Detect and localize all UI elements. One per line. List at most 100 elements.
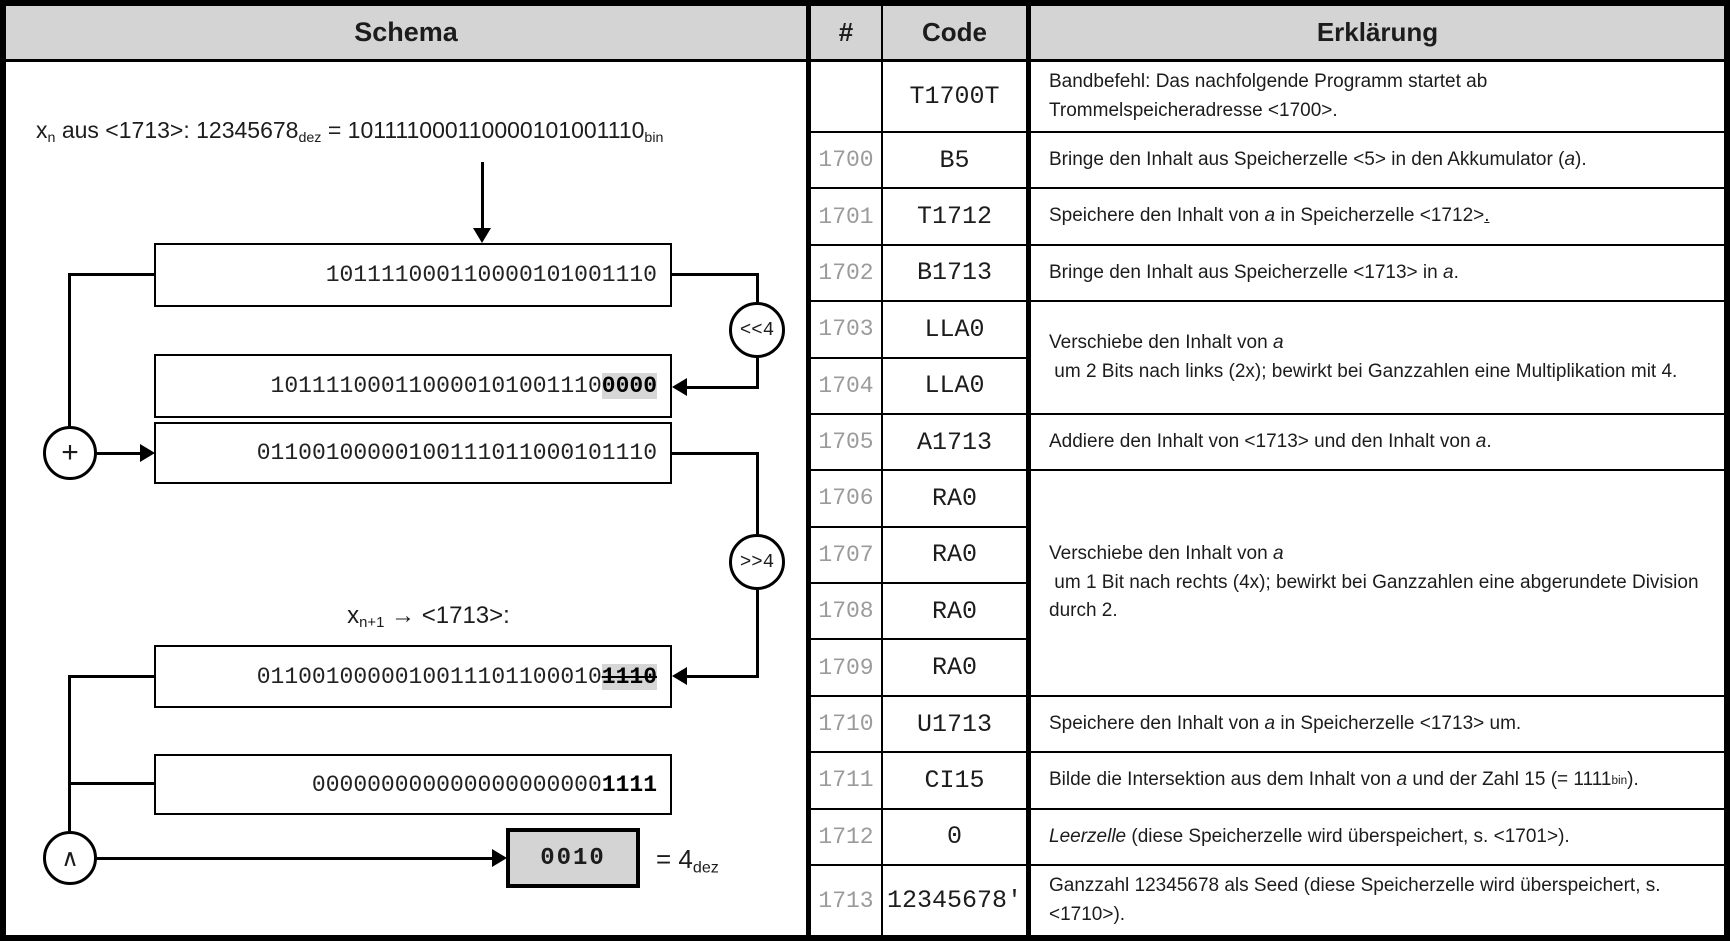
column-header-code: Code <box>883 6 1031 62</box>
next-rest: → <1713>: <box>384 602 510 629</box>
flow-line <box>756 273 759 302</box>
flow-line <box>68 273 71 426</box>
column-header-explanation-label: Erklärung <box>1316 17 1439 47</box>
explanation-segment: Bringe den Inhalt aus Speicherzelle <171… <box>1049 261 1443 283</box>
explanation-cell: Leerzelle (diese Speicherzelle wird über… <box>1031 810 1724 866</box>
binary-box-sum: 01100100000100111011000101110 <box>154 422 672 484</box>
schema-header: Schema <box>6 6 806 62</box>
code-cell: RA0 <box>883 471 1031 528</box>
code-cell: A1713 <box>883 414 1031 472</box>
flow-line <box>68 273 154 276</box>
explanation-segment: in Speicherzelle <1712> <box>1275 205 1485 227</box>
binary-mask-bits: 1111 <box>601 771 657 798</box>
flow-arrow-left-icon <box>672 667 687 685</box>
explanation-cell: Verschiebe den Inhalt von a um 1 Bit nac… <box>1031 471 1724 697</box>
schema-diagram: xn aus <1713>: 12345678dez = 10111100011… <box>6 62 806 935</box>
and-label: ∧ <box>61 844 79 872</box>
schema-header-label: Schema <box>354 17 458 47</box>
explanation-segment: Bilde die Intersektion aus dem Inhalt vo… <box>1049 769 1397 791</box>
shift-right-label: >>4 <box>739 551 775 573</box>
explanation-segment: ). <box>1627 769 1639 791</box>
row-number-cell: 1708 <box>811 584 883 641</box>
row-number-cell: 1710 <box>811 696 883 754</box>
flow-line <box>756 590 759 678</box>
explanation-segment: Speichere den Inhalt von <box>1049 712 1265 734</box>
code-cell: LLA0 <box>883 302 1031 359</box>
flow-line <box>97 452 140 455</box>
flow-line <box>672 273 757 276</box>
explanation-segment: (diese Speicherzelle wird überspeichert,… <box>1126 825 1570 847</box>
explanation-segment: a <box>1396 769 1408 791</box>
explanation-segment: Ganzzahl 12345678 als Seed (diese Speich… <box>1049 875 1666 925</box>
explanation-cell: Speichere den Inhalt von a in Speicherze… <box>1031 697 1724 754</box>
next-var: x <box>347 602 360 629</box>
next-var-sub: n+1 <box>359 615 385 632</box>
flow-line <box>68 675 154 678</box>
explanation-cell: Bringe den Inhalt aus Speicherzelle <5> … <box>1031 133 1724 190</box>
flow-arrow-down-icon <box>473 228 491 243</box>
op-shift-left-circle: <<4 <box>729 302 785 358</box>
op-and-circle: ∧ <box>43 831 97 885</box>
code-cell: 12345678' <box>883 866 1031 935</box>
explanation-cell: Ganzzahl 12345678 als Seed (diese Speich… <box>1031 866 1724 935</box>
formula-binary: = 101111000110000101001110 <box>321 117 645 143</box>
next-value-label: xn+1 → <1713>: <box>256 602 601 631</box>
result-decimal: = 4dez <box>656 844 719 878</box>
row-number-cell: 1709 <box>811 640 883 697</box>
row-number-cell: 1706 <box>811 471 883 528</box>
row-number-cell: 1713 <box>811 866 883 935</box>
explanation-segment: um 2 Bits nach links (2x); bewirkt bei G… <box>1049 360 1678 382</box>
row-number-cell: 1711 <box>811 753 883 810</box>
binary-box-seed: 101111000110000101001110 <box>154 243 672 307</box>
code-cell: RA0 <box>883 640 1031 697</box>
row-number-cell: 1705 <box>811 414 883 472</box>
explanation-segment: Bringe den Inhalt aus Speicherzelle <5> … <box>1049 148 1565 170</box>
column-header-code-label: Code <box>922 17 987 47</box>
code-cell: CI15 <box>883 753 1031 810</box>
flow-line <box>756 452 759 534</box>
explanation-segment: ). <box>1575 148 1587 170</box>
row-number-cell: 1702 <box>811 245 883 303</box>
explanation-segment: a <box>1564 148 1576 170</box>
explanation-cell: Addiere den Inhalt von <1713> und den In… <box>1031 415 1724 472</box>
explanation-cell: Verschiebe den Inhalt von a um 2 Bits na… <box>1031 302 1724 415</box>
formula-sub-dez: dez <box>298 129 322 146</box>
flow-line <box>68 782 154 785</box>
code-cell: LLA0 <box>883 358 1031 415</box>
explanation-cell: Bringe den Inhalt aus Speicherzelle <171… <box>1031 246 1724 303</box>
explanation-segment: a <box>1264 205 1276 227</box>
flow-arrow-right-icon <box>140 444 155 462</box>
column-header-number: # <box>811 6 883 62</box>
explanation-segment: Verschiebe den Inhalt von <box>1049 543 1273 565</box>
code-cell: RA0 <box>883 584 1031 641</box>
explanation-segment: a <box>1264 712 1276 734</box>
formula-mid: aus <1713>: 12345678 <box>55 117 299 143</box>
row-number-cell <box>811 62 883 133</box>
code-cell: T1700T <box>883 62 1031 133</box>
explanation-segment: und der Zahl 15 (= 1111 <box>1407 769 1612 791</box>
flow-arrow-left-icon <box>672 378 687 396</box>
flow-line <box>672 452 757 455</box>
explanation-segment: a <box>1443 261 1454 283</box>
result-eq-sub: dez <box>692 858 719 877</box>
binary-value: 101111000110000101001110 <box>325 262 657 288</box>
formula-var: x <box>36 117 48 143</box>
result-value: 0010 <box>540 844 606 872</box>
op-add-circle: + <box>43 426 97 480</box>
op-shift-right-circle: >>4 <box>729 534 785 590</box>
row-number-cell: 1700 <box>811 133 883 190</box>
formula-sub-bin: bin <box>644 129 664 146</box>
program-table: # Code Erklärung T1700T Bandbefehl: Das n… <box>811 6 1724 935</box>
binary-value: 01100100000100111011000101110 <box>256 440 657 466</box>
result-box: 0010 <box>506 828 640 888</box>
explanation-cell: Bandbefehl: Das nachfolgende Programm st… <box>1031 62 1724 133</box>
flow-line <box>756 358 759 389</box>
flow-arrow-right-icon <box>492 849 507 867</box>
flow-line <box>686 386 758 389</box>
explanation-segment: a <box>1475 430 1487 452</box>
code-cell: T1712 <box>883 189 1031 246</box>
explanation-segment: Bandbefehl: Das nachfolgende Programm st… <box>1049 71 1493 121</box>
binary-value: 000000000000000000000 <box>311 771 602 798</box>
